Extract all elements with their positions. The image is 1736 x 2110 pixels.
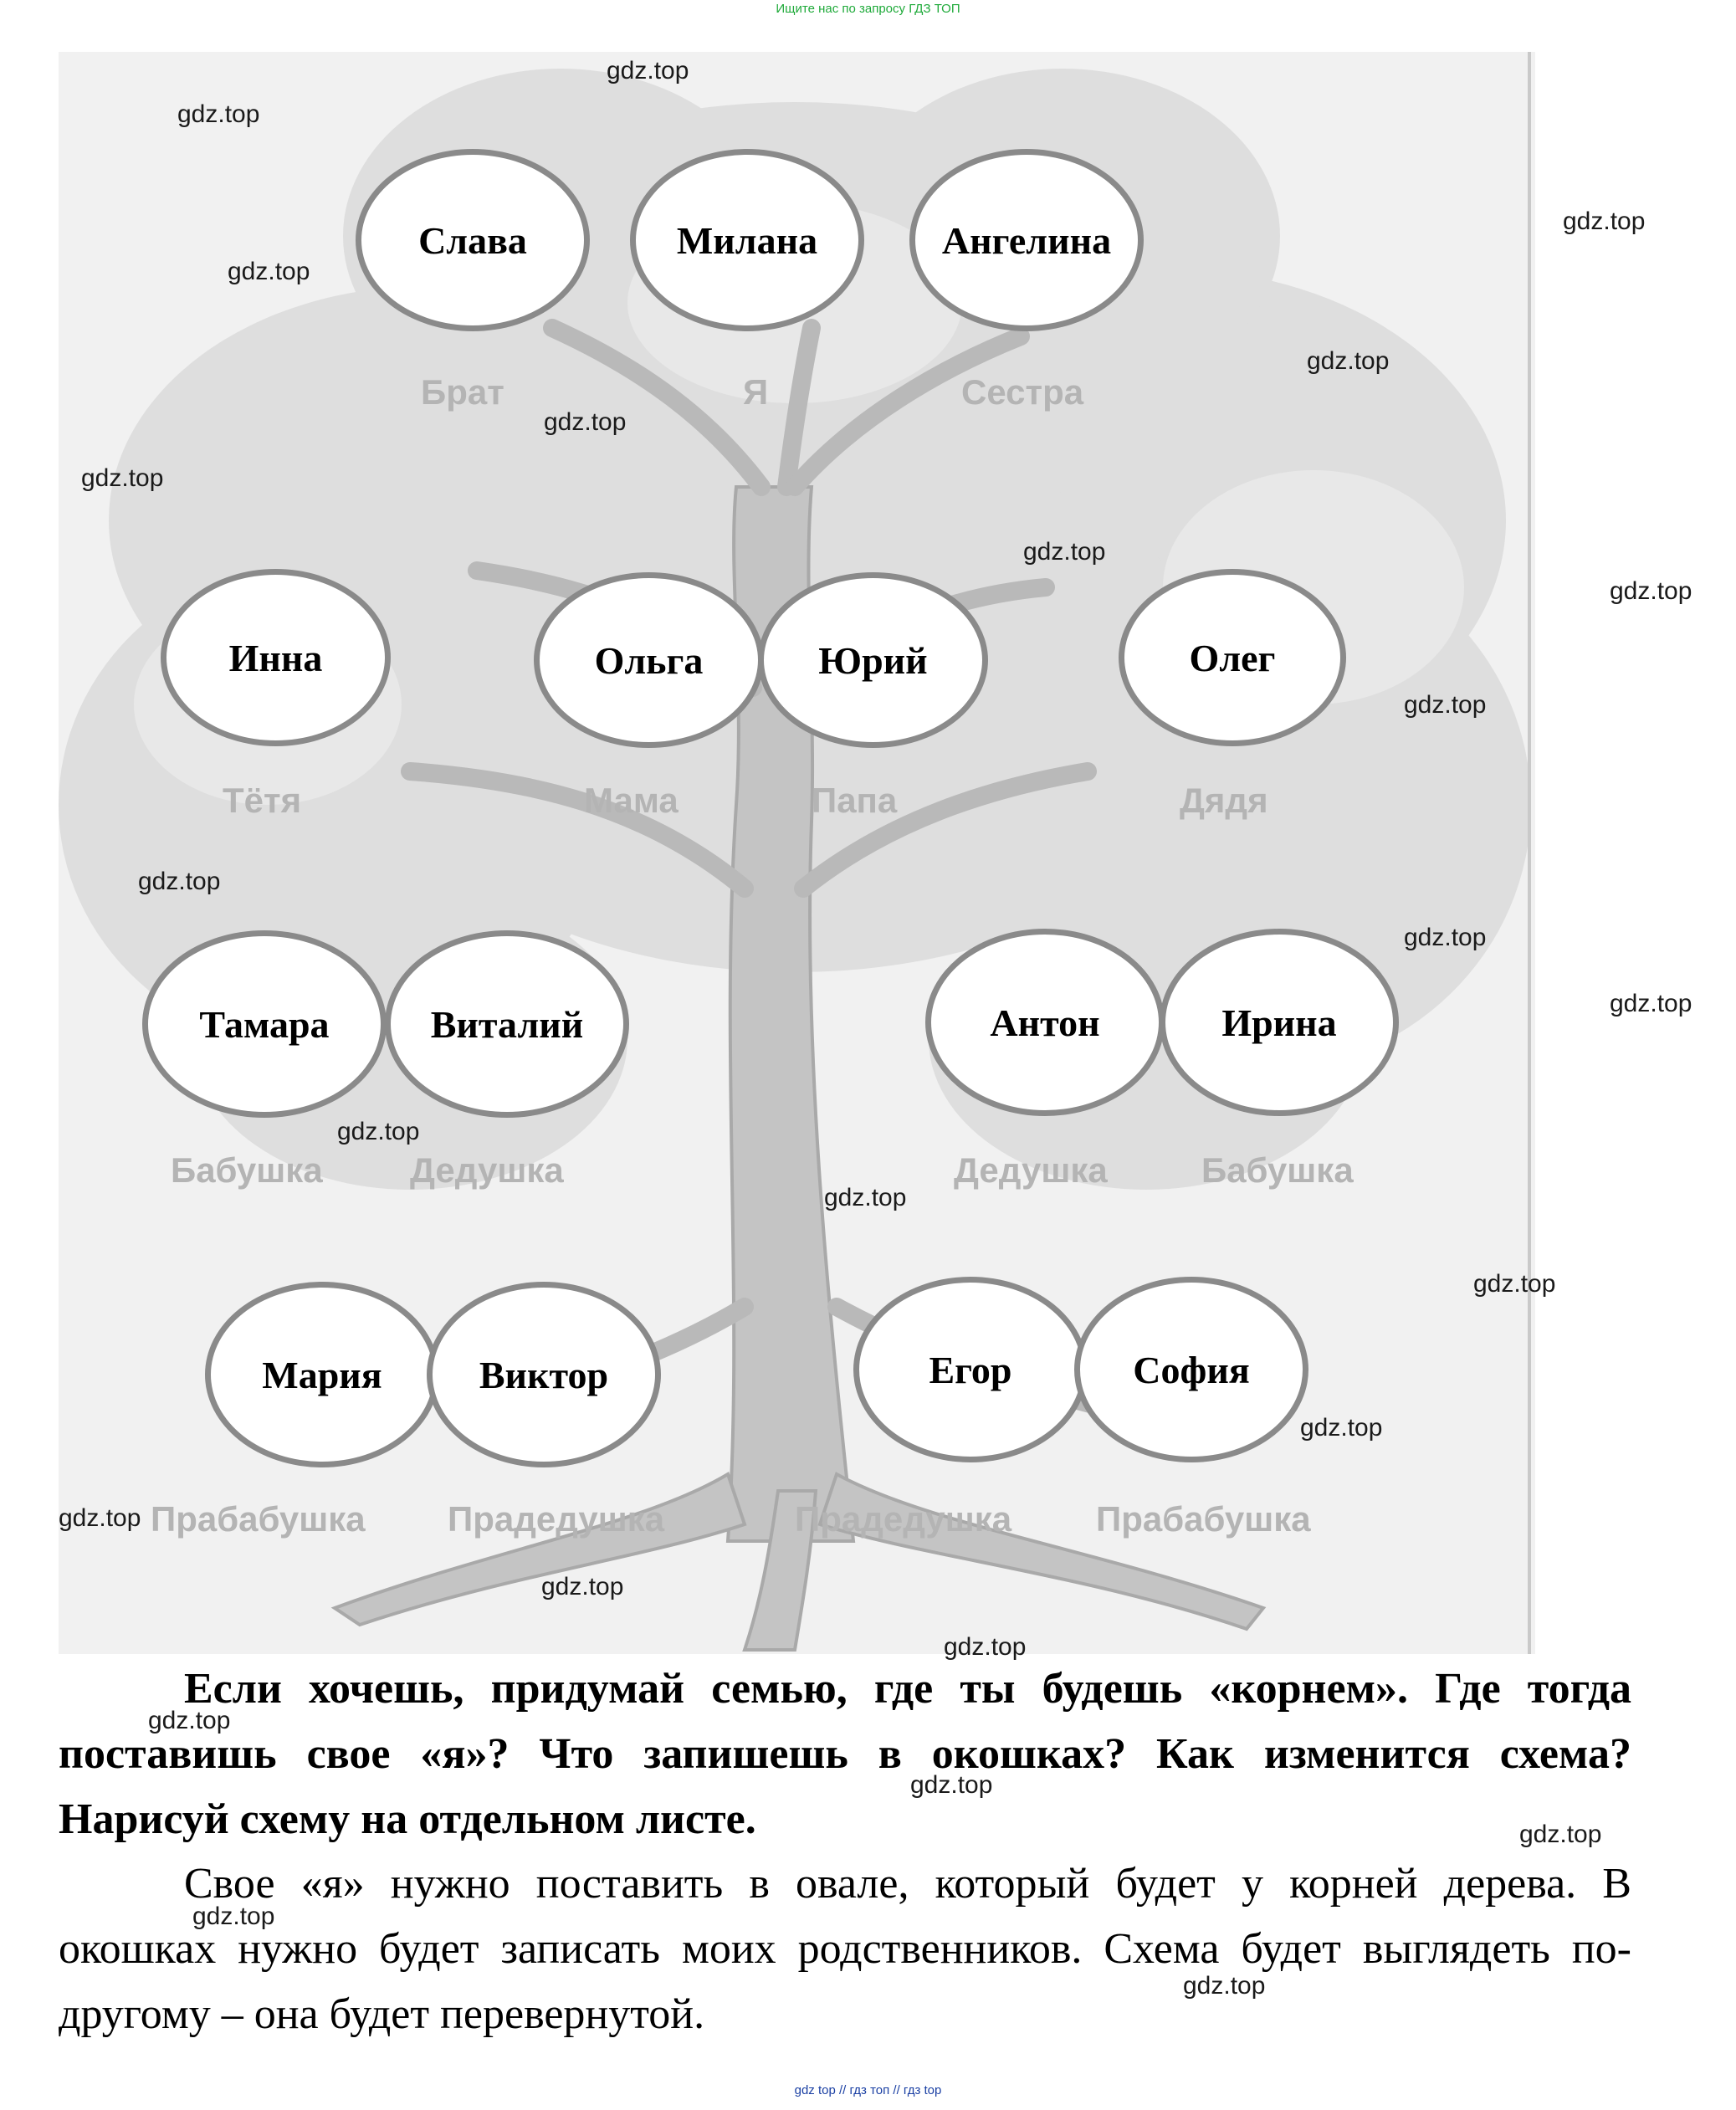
oval-grandfather-2[interactable]: Антон [925, 929, 1165, 1116]
oval-great-grandfather-2[interactable]: Егор [853, 1277, 1088, 1462]
watermark: gdz.top [1300, 1414, 1383, 1442]
watermark: gdz.top [59, 1504, 141, 1532]
watermark: gdz.top [1519, 1821, 1602, 1848]
role-sister: Сестра [961, 372, 1084, 412]
watermark: gdz.top [192, 1903, 275, 1930]
watermark: gdz.top [1023, 538, 1106, 566]
role-uncle: Дядя [1180, 781, 1268, 820]
question-text: Если хочешь, придумай семью, где ты буде… [59, 1665, 1631, 1843]
role-great-grandmother-1: Прабабушка [151, 1499, 366, 1539]
footer-banner: gdz top // гдз топ // гдз top [794, 2083, 942, 2097]
role-grandmother-1: Бабушка [171, 1150, 323, 1190]
role-great-grandmother-2: Прабабушка [1096, 1499, 1311, 1539]
role-mother: Мама [584, 781, 679, 820]
role-aunt: Тётя [223, 781, 302, 820]
role-brother: Брат [421, 372, 504, 412]
oval-great-grandmother-2[interactable]: София [1074, 1277, 1308, 1462]
oval-mother[interactable]: Ольга [534, 572, 764, 748]
watermark: gdz.top [177, 100, 260, 128]
watermark: gdz.top [824, 1184, 907, 1211]
top-banner: Ищите нас по запросу ГДЗ ТОП [776, 2, 960, 16]
watermark: gdz.top [607, 57, 689, 85]
family-tree-illustration: Слава Милана Ангелина Брат Я Сестра Инна… [59, 52, 1535, 1654]
oval-aunt[interactable]: Инна [161, 569, 391, 746]
oval-uncle[interactable]: Олег [1119, 569, 1346, 746]
watermark: gdz.top [1183, 1972, 1266, 2000]
watermark: gdz.top [910, 1771, 993, 1799]
watermark: gdz.top [81, 464, 164, 492]
watermark: gdz.top [1563, 207, 1646, 235]
watermark: gdz.top [228, 258, 310, 285]
role-grandmother-2: Бабушка [1201, 1150, 1354, 1190]
oval-father[interactable]: Юрий [758, 572, 988, 748]
watermark: gdz.top [148, 1707, 231, 1734]
role-grandfather-2: Дедушка [954, 1150, 1108, 1190]
role-father: Папа [812, 781, 898, 820]
tree-trunk [330, 485, 1267, 1652]
role-me: Я [743, 372, 769, 412]
watermark: gdz.top [1404, 924, 1487, 951]
watermark: gdz.top [1610, 577, 1692, 605]
watermark: gdz.top [944, 1633, 1027, 1661]
watermark: gdz.top [1473, 1270, 1556, 1298]
watermark: gdz.top [544, 408, 627, 436]
oval-grandmother-2[interactable]: Ирина [1160, 929, 1399, 1116]
scan-edge [1528, 52, 1531, 1654]
role-great-grandfather-2: Прадедушка [795, 1499, 1012, 1539]
role-great-grandfather-1: Прадедушка [448, 1499, 665, 1539]
watermark: gdz.top [138, 868, 221, 895]
watermark: gdz.top [1610, 990, 1692, 1017]
oval-great-grandmother-1[interactable]: Мария [205, 1282, 439, 1467]
oval-grandmother-1[interactable]: Тамара [142, 930, 387, 1118]
watermark: gdz.top [337, 1118, 420, 1145]
watermark: gdz.top [541, 1573, 624, 1600]
answer-text: Свое «я» нужно поставить в овале, которы… [59, 1860, 1631, 2038]
role-grandfather-1: Дедушка [410, 1150, 564, 1190]
oval-me[interactable]: Милана [630, 149, 864, 331]
oval-sister[interactable]: Ангелина [909, 149, 1144, 331]
oval-great-grandfather-1[interactable]: Виктор [427, 1282, 661, 1467]
watermark: gdz.top [1307, 347, 1390, 375]
watermark: gdz.top [1404, 691, 1487, 719]
oval-brother[interactable]: Слава [356, 149, 590, 331]
oval-grandfather-1[interactable]: Виталий [385, 930, 629, 1118]
